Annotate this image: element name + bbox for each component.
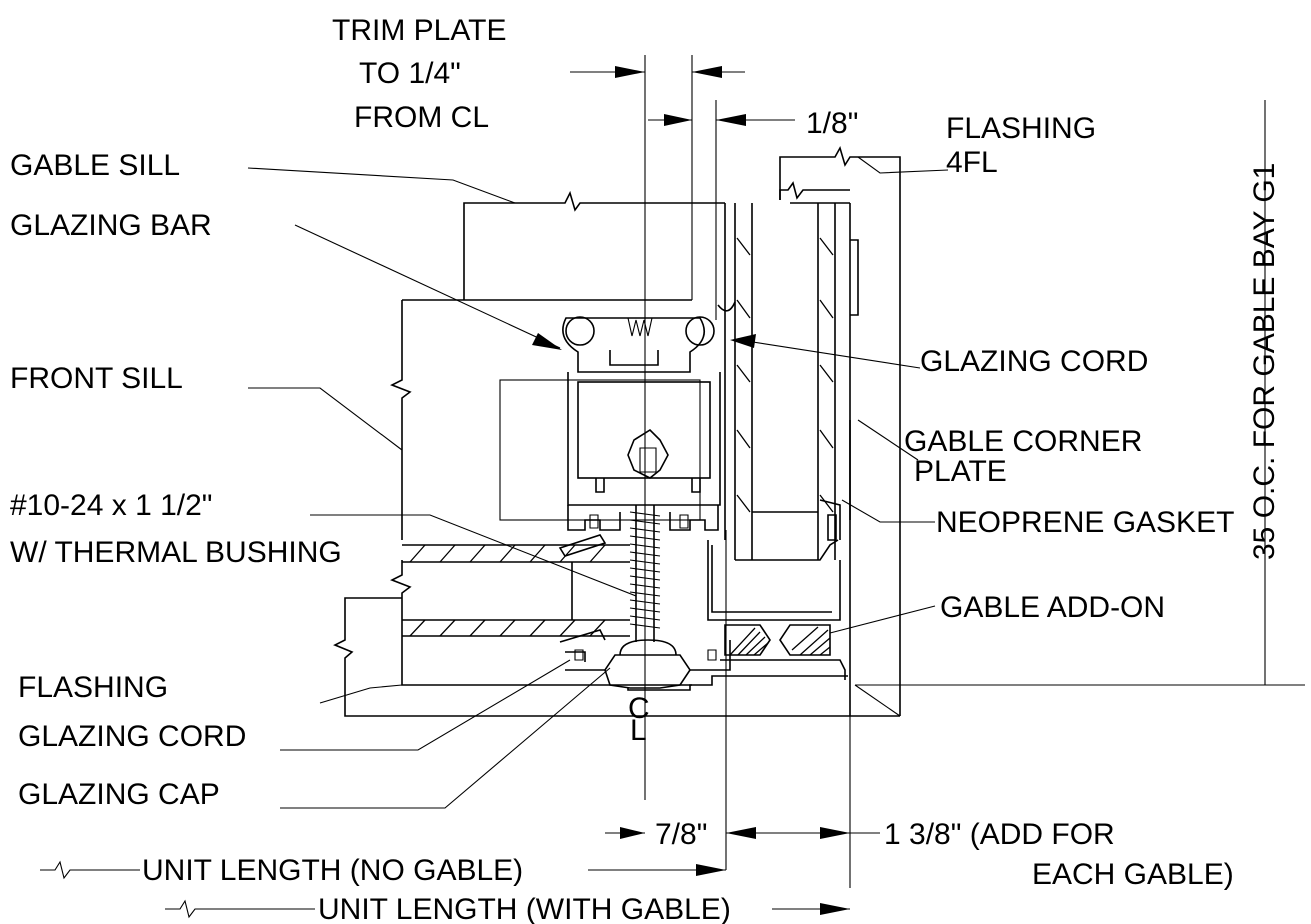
dimension-lines [691, 55, 1305, 888]
bolt-head [627, 428, 669, 479]
dim-1-8-label: 1/8" [806, 107, 858, 140]
flashing-bottom-label: FLASHING [18, 671, 168, 704]
glazing-bar [499, 316, 721, 521]
labels: TRIM PLATE TO 1/4" FROM CL 1/8" FLASHING… [10, 14, 1281, 924]
trim-plate-label-1: TRIM PLATE [332, 14, 506, 47]
trim-plate-label-3: FROM CL [354, 101, 489, 134]
glazing-bar-label: GLAZING BAR [10, 209, 212, 242]
trim-plate-dim [570, 66, 745, 78]
glass-lite-left [402, 534, 630, 637]
flashing-top-label-2: 4FL [946, 146, 998, 179]
gable-add-on [707, 540, 846, 680]
trim-plate-label-2: TO 1/4" [359, 57, 461, 90]
dim-1-3-8-label-b: EACH GABLE) [1032, 858, 1234, 891]
gable-sill-label: GABLE SILL [10, 149, 180, 182]
unit-length-with-gable-label: UNIT LENGTH (WITH GABLE) [318, 893, 731, 924]
glazing-cord-left-label: GLAZING CORD [18, 720, 246, 753]
gable-lite [717, 203, 859, 561]
flashing-bottom [333, 597, 900, 717]
gable-sill [463, 190, 725, 300]
centerline-l: L [630, 714, 647, 747]
screw-label-2: W/ THERMAL BUSHING [10, 536, 342, 569]
unit-length-arrows [40, 860, 850, 919]
gable-corner-label-2: PLATE [914, 455, 1007, 488]
dim-7-8-arrows [605, 827, 880, 839]
leader-lines [247, 156, 949, 809]
dim-1-3-8-label-a: 1 3/8" (ADD FOR [884, 818, 1115, 851]
centerline-c: C [628, 692, 650, 725]
flashing-top [779, 145, 901, 716]
gable-add-on-label: GABLE ADD-ON [940, 591, 1165, 624]
clips-row [567, 505, 719, 531]
flashing-top-label-1: FLASHING [946, 112, 1096, 145]
vertical-note: 35 O.C. FOR GABLE BAY G1 [1248, 163, 1281, 560]
screw-label-1: #10-24 x 1 1/2" [10, 489, 212, 522]
glazing-cord-right-label: GLAZING CORD [920, 345, 1148, 378]
gable-corner-label-1: GABLE CORNER [904, 425, 1142, 458]
front-sill [390, 299, 692, 686]
neoprene-gasket-label: NEOPRENE GASKET [936, 506, 1234, 539]
dim-7-8-label: 7/8" [655, 818, 707, 851]
dim-1-8-arrows [648, 114, 795, 126]
glazing-cap-label: GLAZING CAP [18, 778, 220, 811]
unit-length-no-gable-label: UNIT LENGTH (NO GABLE) [142, 854, 523, 887]
front-sill-label: FRONT SILL [10, 362, 183, 395]
